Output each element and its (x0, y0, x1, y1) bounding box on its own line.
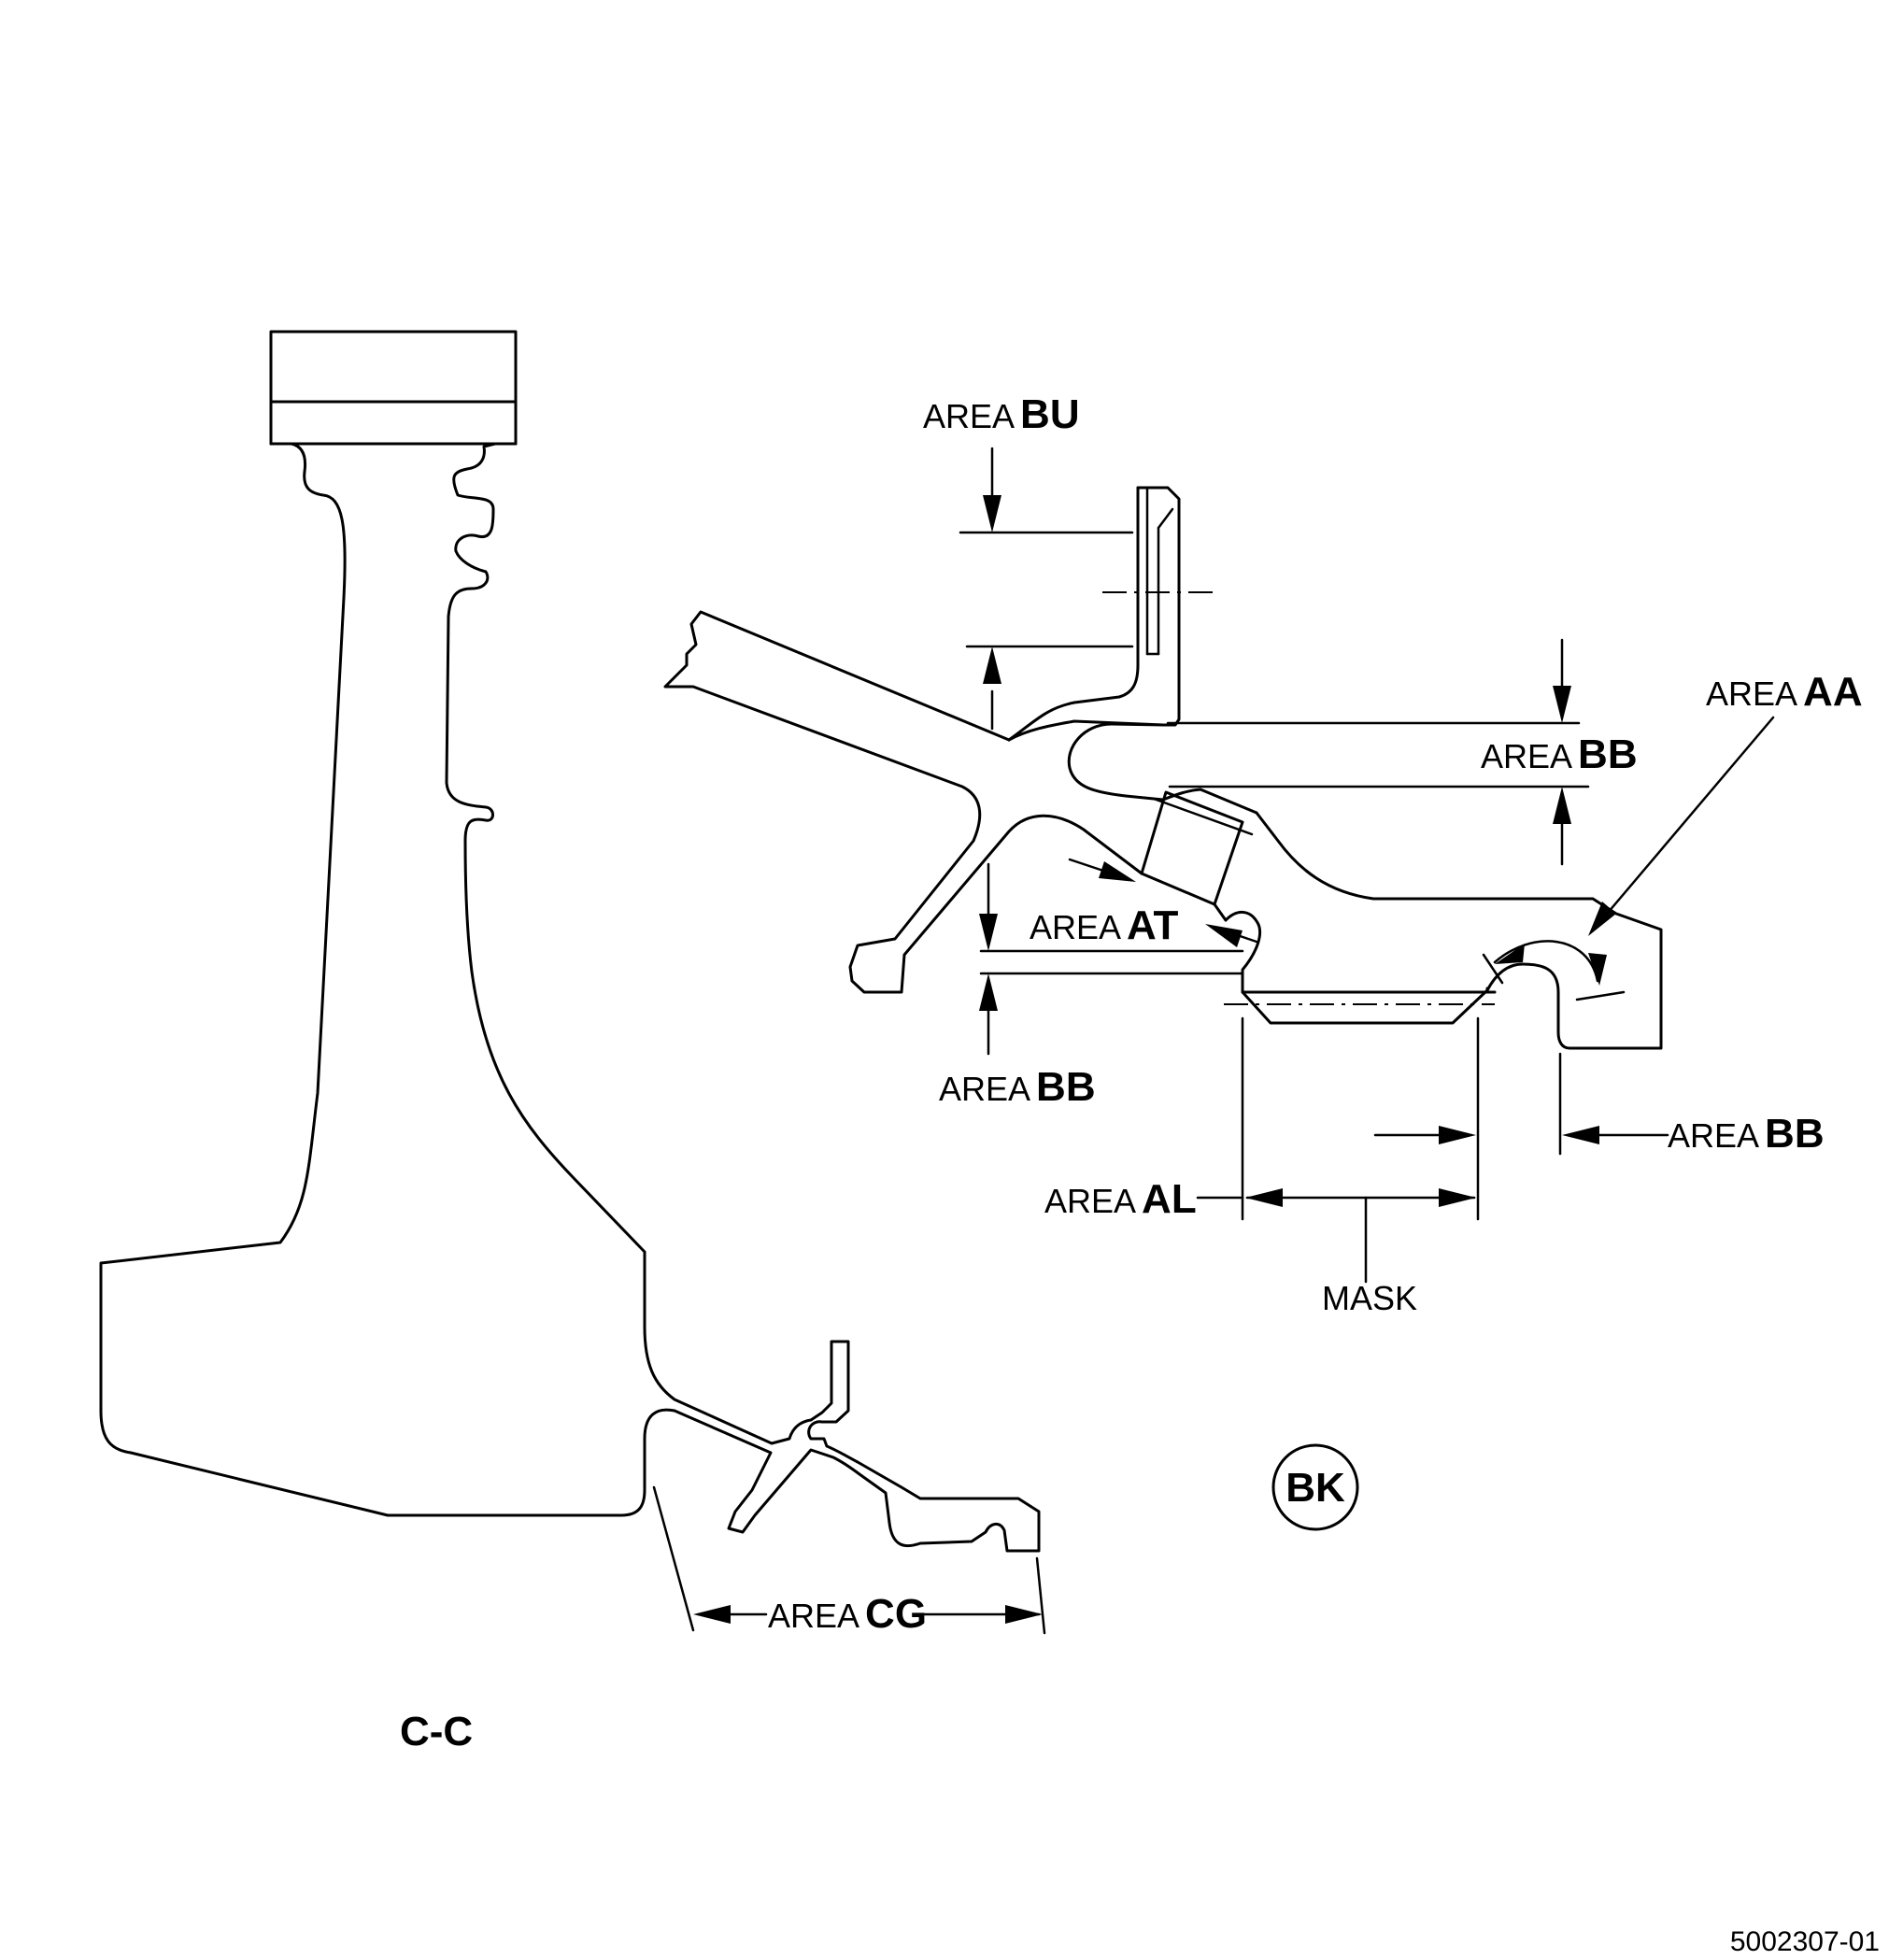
detail-balloon (1271, 1443, 1359, 1531)
area-bb-lower-right-dimension (1558, 1052, 1669, 1156)
area-bb-lower-left-dimension (979, 862, 1244, 1056)
area-bu-dimension (959, 447, 1134, 731)
detail-part-outline (663, 486, 1663, 1050)
section-c-c-outline (99, 330, 1041, 1553)
area-aa-leader (1588, 716, 1775, 936)
area-al-dimension (1196, 1016, 1480, 1284)
section-view-label: C-C (400, 1709, 473, 1754)
area-cg-dimension (652, 1485, 1046, 1635)
detail-balloon-label: BK (1285, 1465, 1345, 1511)
area-bb-upper-dimension (1166, 638, 1590, 866)
figure-number: 5002307-01 (1730, 1926, 1880, 1957)
area-at-dimension (1068, 858, 1258, 947)
mask-label: MASK (1322, 1279, 1417, 1317)
